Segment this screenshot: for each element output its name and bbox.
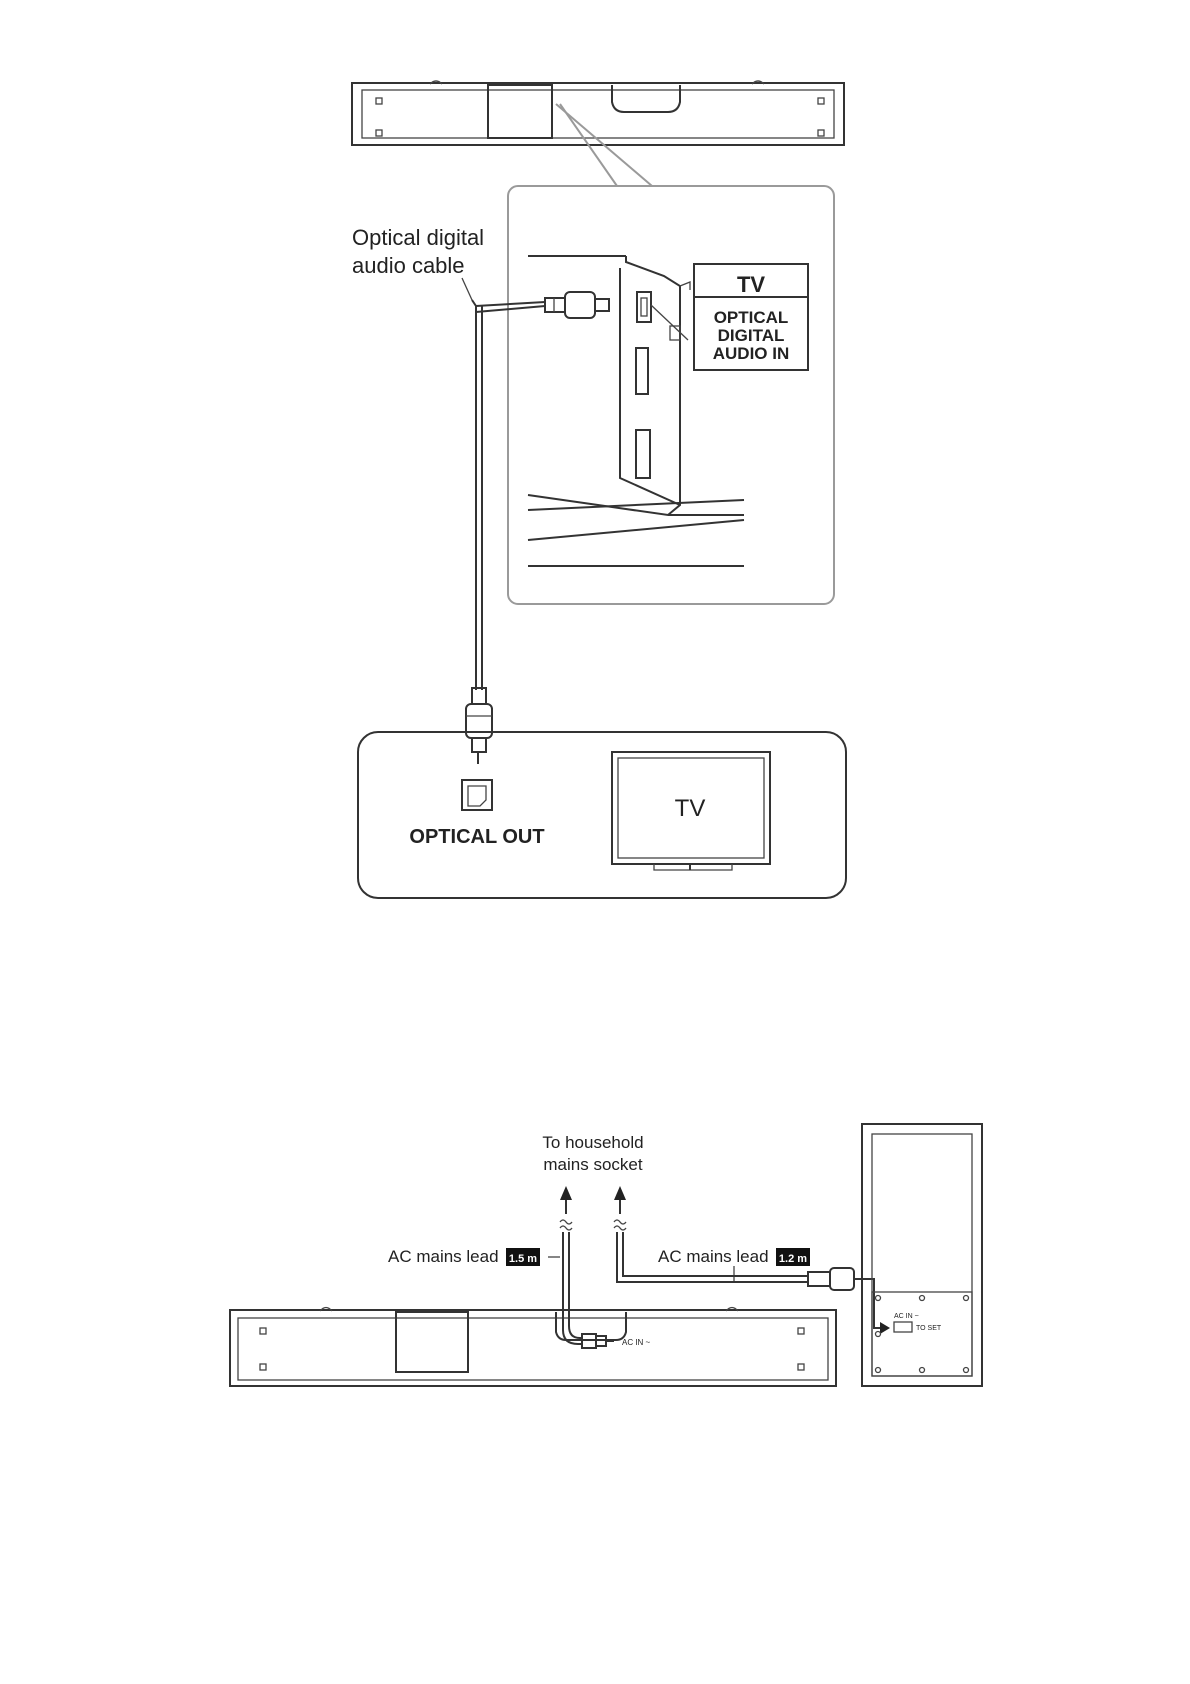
soundbar-power-cable: AC IN ~ — [563, 1232, 651, 1348]
cable-label-line1: Optical digital — [352, 225, 484, 250]
subwoofer-port-label1: AC IN ~ — [894, 1313, 919, 1320]
lead1-length: 1.5 m — [509, 1253, 537, 1265]
arrow-up-icon — [560, 1186, 572, 1214]
usb-port — [636, 430, 650, 478]
soundbar-top-view — [352, 81, 844, 145]
hdmi-port — [636, 348, 648, 394]
subwoofer-port-label2: TO SET — [916, 1325, 942, 1332]
optical-in-port — [637, 292, 651, 322]
optical-cable — [466, 292, 609, 764]
lead2-length: 1.2 m — [779, 1253, 807, 1265]
subwoofer-ac-port — [894, 1322, 912, 1332]
tv-panel: OPTICAL OUT TV — [358, 732, 846, 898]
cable-label-line2: audio cable — [352, 253, 465, 278]
lead2-label: AC mains lead — [658, 1247, 769, 1266]
tv-screen-label: TV — [675, 795, 706, 822]
soundbar-rear-closeup — [528, 256, 744, 566]
tv-output-label: OPTICAL OUT — [409, 826, 544, 848]
lead1-label: AC mains lead — [388, 1247, 499, 1266]
arrow-up-icon — [614, 1186, 626, 1214]
port-label-line3: AUDIO IN — [713, 344, 790, 363]
soundbar-front-view — [230, 1308, 836, 1387]
port-label-box: TV OPTICAL DIGITAL AUDIO IN — [694, 264, 808, 370]
subwoofer-rear-view: AC IN ~ TO SET — [862, 1124, 982, 1386]
port-label-line1: OPTICAL — [714, 308, 789, 327]
socket-label-line1: To household — [542, 1133, 643, 1152]
port-header: TV — [737, 272, 765, 297]
socket-label-line2: mains socket — [543, 1155, 642, 1174]
soundbar-port-label: AC IN ~ — [622, 1338, 651, 1347]
port-label-line2: DIGITAL — [718, 326, 785, 345]
